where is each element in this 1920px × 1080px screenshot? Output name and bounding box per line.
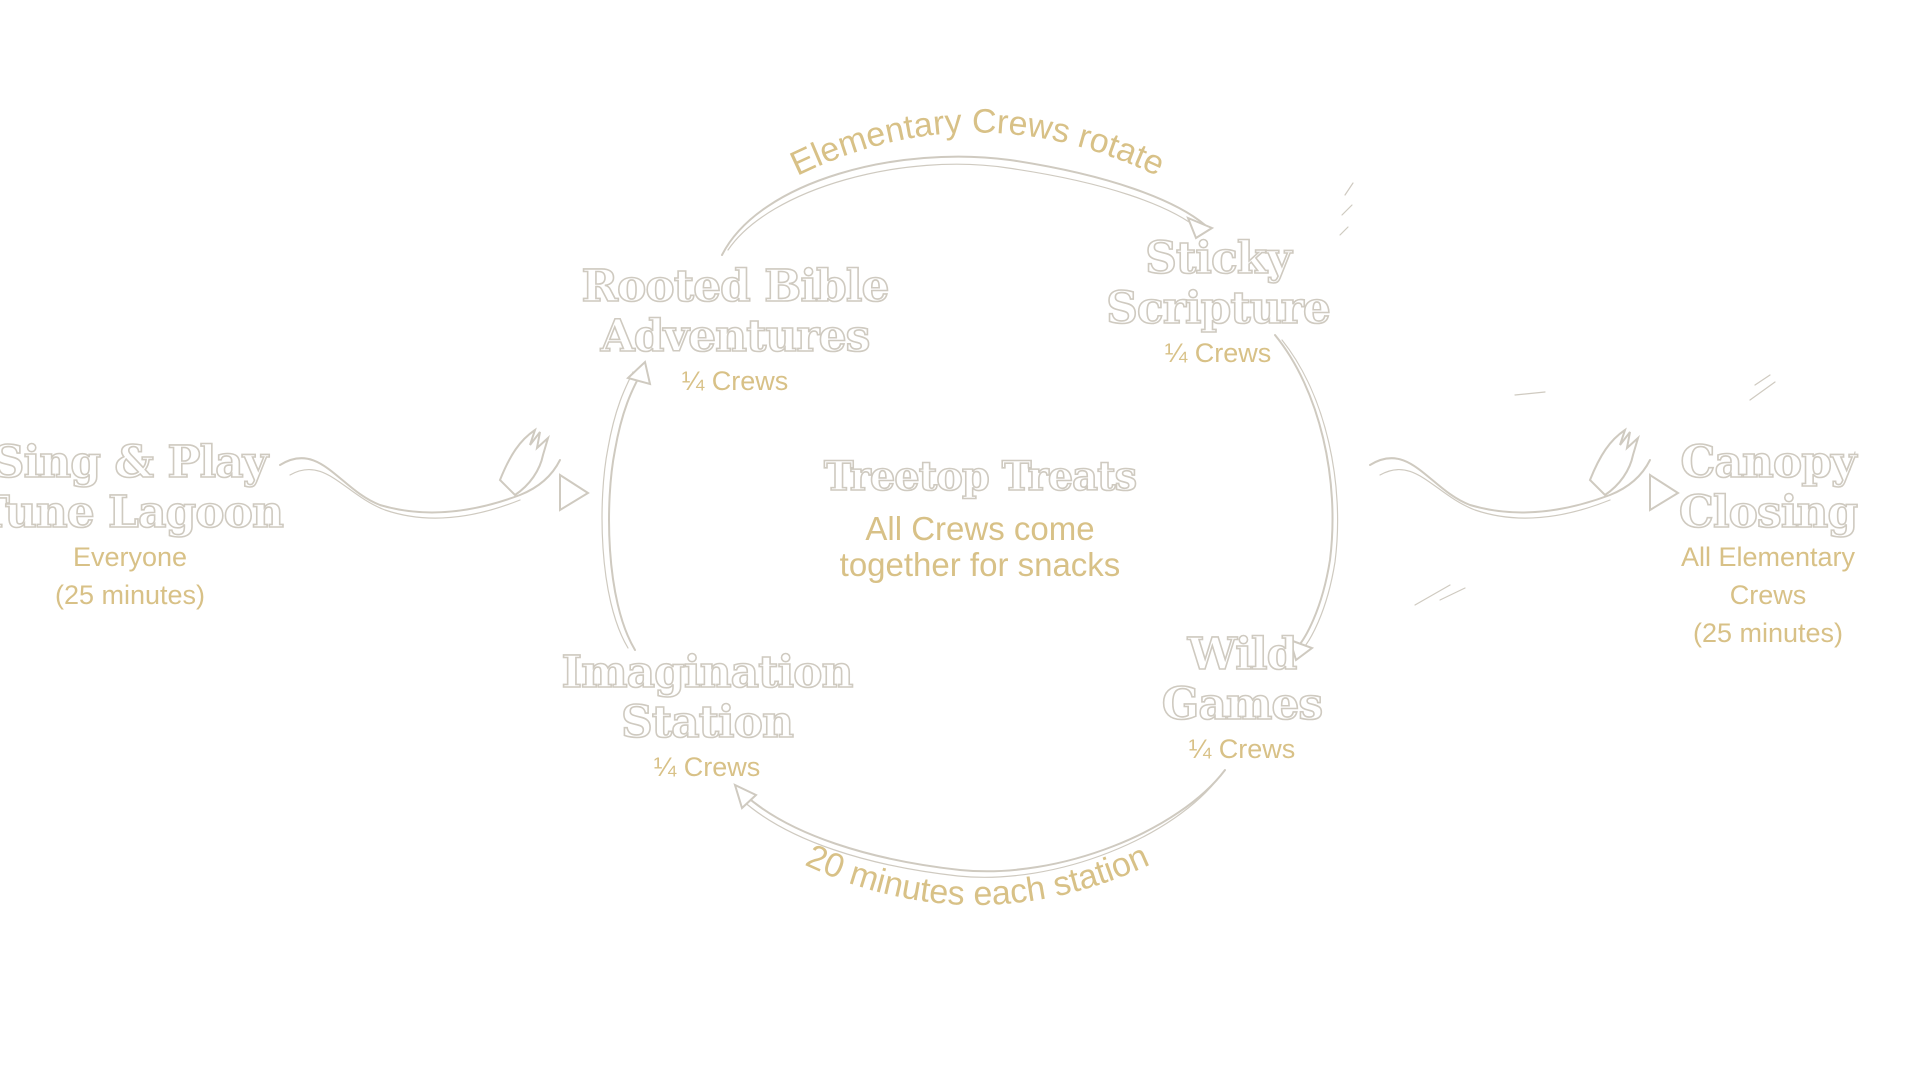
station-name: Imagination Station xyxy=(561,647,855,749)
station-sticky-scripture: Sticky Scripture ¼ Crews xyxy=(1105,233,1331,372)
arc-label-bottom: 20 minutes each station xyxy=(801,837,1155,913)
station-detail: All Elementary Crews (25 minutes) xyxy=(1680,542,1856,648)
center-name: Treetop Treats xyxy=(823,452,1138,501)
arc-label-top: Elementary Crews rotate xyxy=(785,102,1171,183)
station-name: Sing & Play Tune Lagoon xyxy=(0,437,285,539)
station-name: Rooted Bible Adventures xyxy=(581,261,891,363)
bird-swoosh-arrow-icon xyxy=(1339,182,1856,606)
station-name: Sticky Scripture xyxy=(1105,233,1331,335)
center-detail: All Crews come together for snacks xyxy=(839,510,1121,583)
station-detail: Everyone (25 minutes) xyxy=(54,542,206,610)
bird-swoosh-arrow-icon xyxy=(279,427,590,519)
station-detail: ¼ Crews xyxy=(1164,338,1272,368)
station-name: Canopy Closing xyxy=(1678,437,1859,539)
station-imagination: Imagination Station ¼ Crews xyxy=(561,647,855,786)
station-wild-games: Wild Games ¼ Crews xyxy=(1161,629,1324,768)
station-opening: Sing & Play Tune Lagoon Everyone (25 min… xyxy=(0,437,285,614)
center-treetop-treats: Treetop Treats All Crews come together f… xyxy=(823,452,1138,583)
station-bible-adventures: Rooted Bible Adventures ¼ Crews xyxy=(581,261,891,400)
station-detail: ¼ Crews xyxy=(1188,734,1296,764)
station-detail: ¼ Crews xyxy=(681,366,789,396)
station-closing: Canopy Closing All Elementary Crews (25 … xyxy=(1678,437,1859,652)
vine-arrow-icon xyxy=(601,155,1339,878)
station-detail: ¼ Crews xyxy=(653,752,761,782)
station-name: Wild Games xyxy=(1161,629,1324,731)
